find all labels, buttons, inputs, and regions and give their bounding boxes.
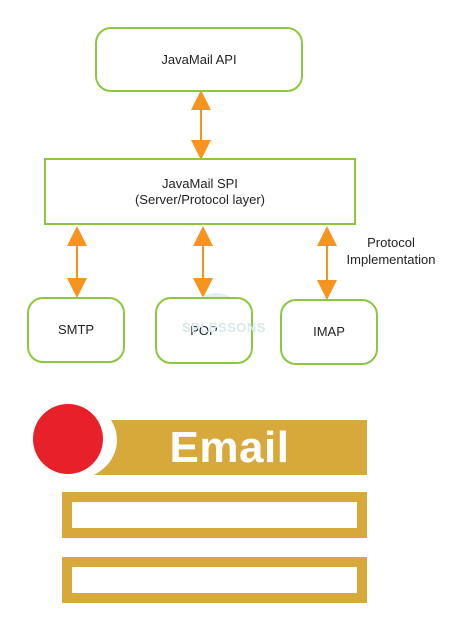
node-pop-label: POP: [190, 322, 218, 338]
node-imap: IMAP: [280, 299, 378, 365]
node-javamail-spi-label: JavaMail SPI: [162, 175, 238, 191]
node-pop: POP: [155, 297, 253, 364]
node-imap-label: IMAP: [313, 324, 345, 339]
node-javamail-spi: JavaMail SPI (Server/Protocol layer): [44, 158, 356, 225]
protocol-label-line2: Implementation: [346, 252, 436, 267]
node-javamail-api-label: JavaMail API: [161, 51, 237, 67]
node-smtp: SMTP: [27, 297, 125, 363]
email-form-field-1: [62, 492, 367, 538]
email-form-field-2-inner: [72, 567, 357, 593]
email-banner-circle: [33, 404, 103, 474]
node-smtp-label: SMTP: [57, 322, 95, 337]
node-javamail-api: JavaMail API: [95, 27, 303, 92]
email-form-field-1-inner: [72, 502, 357, 528]
email-banner-title: Email: [169, 422, 290, 472]
email-form-field-2: [62, 557, 367, 603]
watermark-text: SPLESSONS: [182, 320, 266, 335]
protocol-implementation-label: Protocol Implementation: [337, 234, 445, 268]
protocol-label-line1: Protocol: [367, 235, 415, 250]
node-javamail-spi-sublabel: (Server/Protocol layer): [134, 191, 266, 207]
